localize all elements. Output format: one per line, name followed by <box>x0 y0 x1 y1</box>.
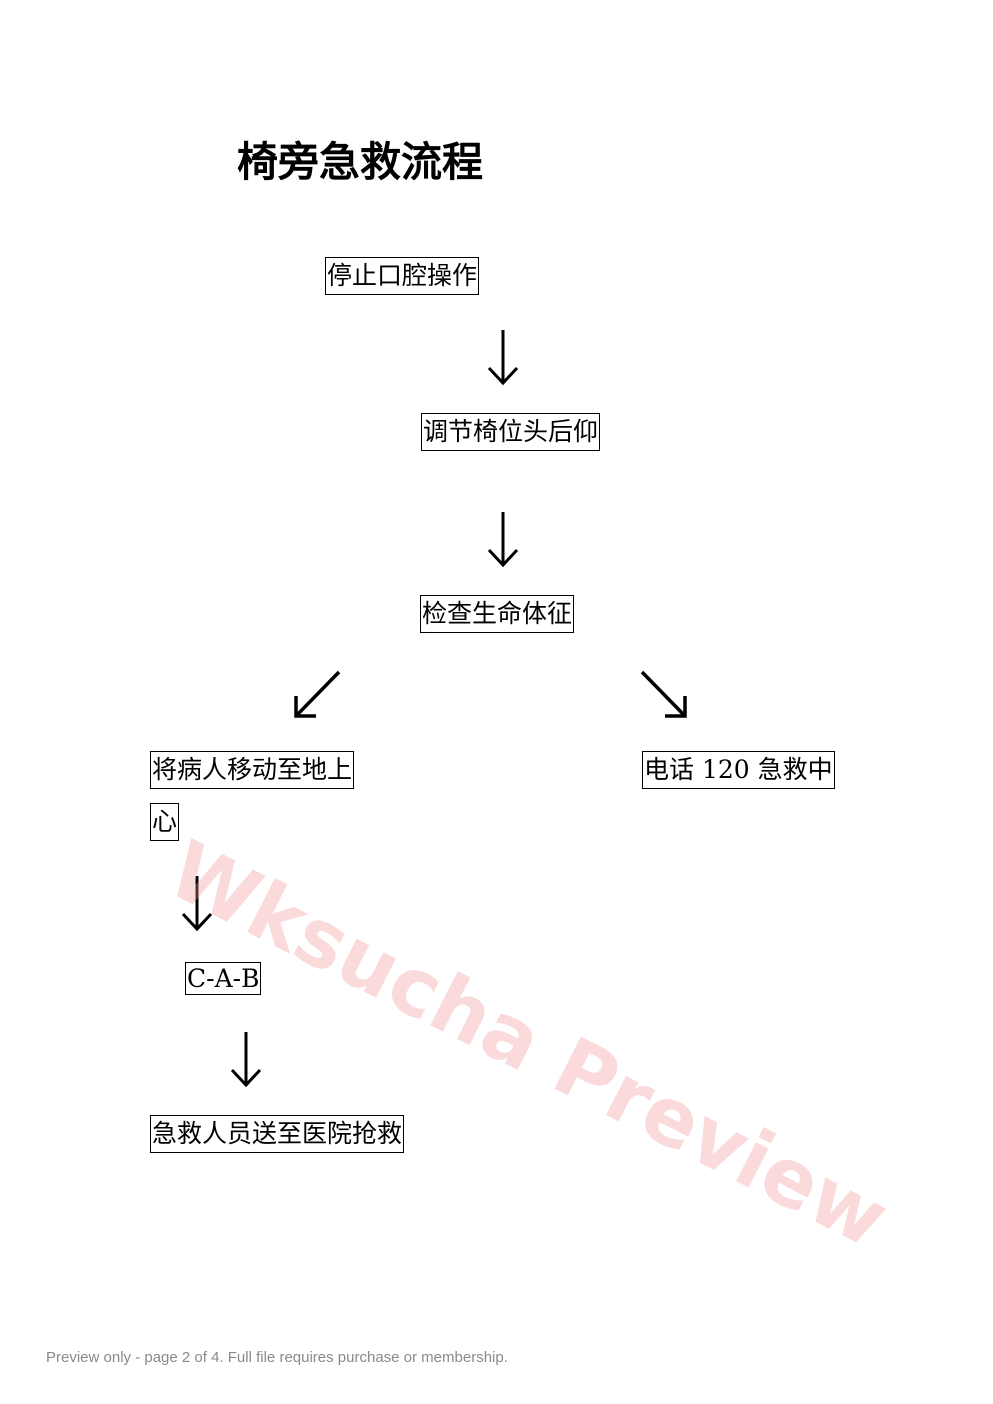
step-check-vital-signs: 检查生命体征 <box>420 595 575 633</box>
arrow-down-icon <box>487 330 519 386</box>
step-send-to-hospital: 急救人员送至医院抢救 <box>150 1115 405 1153</box>
arrow-down-left-icon <box>294 670 341 718</box>
page-title: 椅旁急救流程 <box>237 138 483 186</box>
watermark: Wksucha Preview <box>154 823 903 1266</box>
step-adjust-chair: 调节椅位头后仰 <box>421 413 601 451</box>
arrow-down-icon <box>487 512 519 568</box>
arrow-down-icon <box>230 1032 262 1088</box>
step-move-patient-line1: 将病人移动至地上 <box>150 751 355 789</box>
arrow-down-icon <box>181 876 213 932</box>
step-cab: C-A-B <box>185 962 262 995</box>
preview-footer-note: Preview only - page 2 of 4. Full file re… <box>46 1349 508 1366</box>
step-stop-oral-operation: 停止口腔操作 <box>325 257 480 295</box>
step-call-120: 电话 120 急救中 <box>642 751 835 789</box>
step-move-patient-line2: 心 <box>150 803 180 841</box>
arrow-down-right-icon <box>640 670 687 718</box>
